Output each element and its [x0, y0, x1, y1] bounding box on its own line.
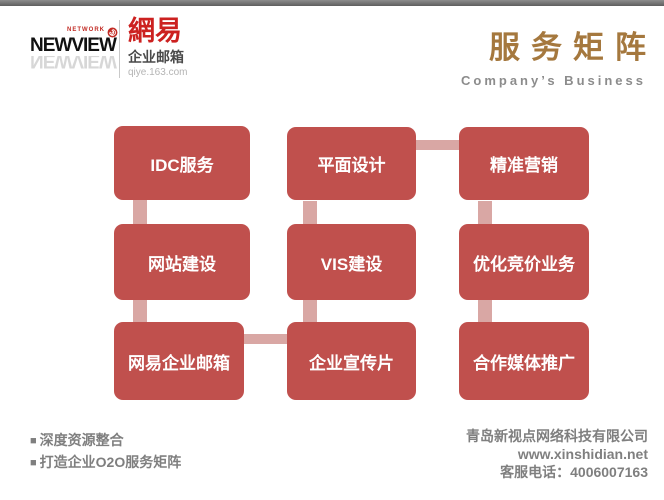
connector-vertical [478, 201, 492, 225]
connector-horizontal [415, 140, 460, 150]
square-bullet-icon: ■ [30, 435, 37, 447]
newview-wordmark: NEWVIEW [30, 35, 117, 56]
footer-bullet-item: ■深度资源整合 [30, 430, 181, 452]
matrix-box-media-partnership: 合作媒体推广 [459, 322, 589, 400]
matrix-box-website-build: 网站建设 [114, 224, 250, 300]
footer-bullet-text: 深度资源整合 [39, 432, 124, 448]
logo-divider [119, 20, 120, 78]
connector-vertical [478, 300, 492, 324]
title-block: 服务矩阵 Company’s Business [461, 30, 646, 88]
footer-right: 青岛新视点网络科技有限公司 www.xinshidian.net 客服电话：40… [466, 427, 648, 481]
connector-vertical [303, 201, 317, 225]
matrix-box-promo-video: 企业宣传片 [287, 322, 416, 400]
footer-bullet-item: ■打造企业O2O服务矩阵 [30, 452, 181, 474]
netease-product-label: 企业邮箱 [128, 49, 184, 65]
connector-vertical [133, 200, 147, 224]
company-website: www.xinshidian.net [517, 446, 648, 462]
footer-left: ■深度资源整合 ■打造企业O2O服务矩阵 [30, 430, 181, 474]
connector-vertical [133, 300, 147, 324]
matrix-box-precision-marketing: 精准营销 [459, 127, 589, 200]
page-subtitle: Company’s Business [460, 73, 646, 88]
netease-url: qiye.163.com [128, 67, 188, 78]
netease-wordmark: 網易 [128, 16, 182, 46]
service-phone: 客服电话：4006007163 [500, 464, 648, 480]
connector-horizontal [243, 334, 288, 344]
matrix-box-netease-mail: 网易企业邮箱 [114, 322, 244, 400]
netease-logo-block: 網易 企业邮箱 qiye.163.com [128, 14, 187, 79]
newview-logo-top: NETWORK [30, 24, 118, 37]
matrix-box-sem: 优化竞价业务 [459, 224, 589, 300]
network-label: NETWORK [67, 27, 105, 33]
company-name: 青岛新视点网络科技有限公司 [466, 428, 648, 444]
spiral-icon [107, 25, 118, 37]
top-bar [0, 0, 664, 6]
connector-vertical [303, 300, 317, 324]
newview-logo: NETWORK NEWVIEW NEWVIEW [30, 24, 118, 70]
square-bullet-icon: ■ [30, 457, 37, 469]
matrix-box-graphic-design: 平面设计 [287, 127, 416, 200]
matrix-box-vis: VIS建设 [287, 224, 416, 300]
matrix-box-idc: IDC服务 [114, 126, 250, 200]
page-title: 服务矩阵 [489, 30, 657, 65]
footer-bullet-text: 打造企业O2O服务矩阵 [39, 454, 182, 470]
